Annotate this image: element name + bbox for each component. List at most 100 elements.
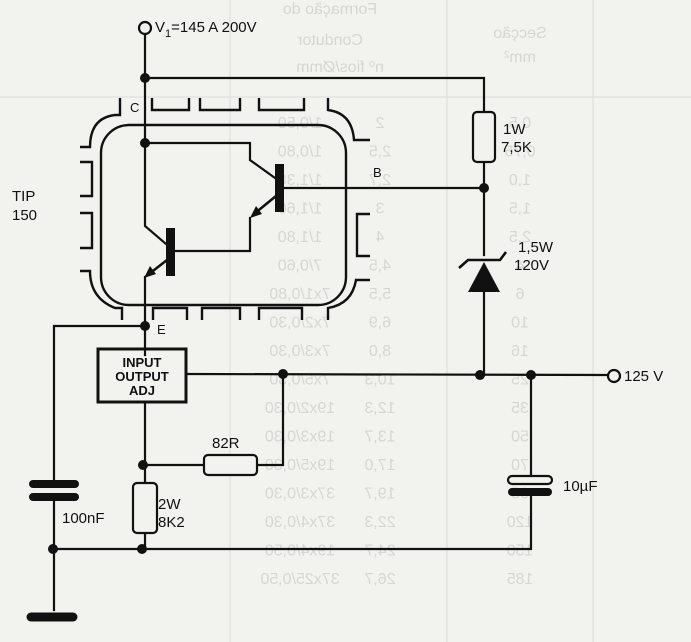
junction-dot	[475, 370, 485, 380]
package-outline-top	[80, 98, 370, 149]
transistor-q2	[250, 164, 284, 218]
package-pins-left	[80, 160, 124, 320]
q2-emitter-arrow-icon	[250, 206, 262, 218]
input-voltage-label: V1=145 A 200V	[155, 19, 257, 40]
ghost-cell: 50	[511, 429, 529, 446]
regulator-box	[96, 347, 188, 404]
ghost-cell: 19x4/0,50	[265, 543, 335, 560]
ghost-cell: 7x1/0,80	[269, 286, 330, 303]
ghost-cell: 6	[515, 286, 524, 303]
ghost-cell: 0,75	[504, 144, 535, 161]
junction-dot	[278, 369, 288, 379]
ghost-cell: 4	[515, 258, 524, 275]
pin-label-base: B	[373, 165, 382, 180]
junction-dot	[48, 544, 58, 554]
ghost-cell: 24,7	[364, 543, 395, 560]
ghost-cell: 185	[507, 571, 534, 588]
ghost-cell: 70	[511, 457, 529, 474]
resistor-82r	[202, 453, 259, 477]
ghost-cell: 0,5	[509, 115, 531, 132]
junctions	[48, 73, 536, 554]
ghost-cell: 1/0,80	[278, 144, 323, 161]
ghost-cell: 1/1,60	[278, 201, 323, 218]
package-pins-right	[355, 212, 370, 258]
output-terminal-icon	[606, 368, 622, 384]
wire-q2-collector	[143, 141, 277, 180]
pin-label-emitter: E	[157, 322, 166, 337]
regulator: INPUT OUTPUT ADJ	[96, 347, 188, 404]
ghost-cell: 12,3	[364, 400, 395, 417]
wires	[52, 32, 610, 612]
ghost-cell: 7x3/0,30	[269, 343, 330, 360]
c-100nf-label: 100nF	[62, 510, 105, 527]
input-terminal-icon	[137, 20, 153, 36]
zener-bar	[458, 251, 508, 269]
r-82-label: 82R	[212, 435, 240, 452]
ghost-cell: 35	[511, 400, 529, 417]
junction-dot	[479, 183, 489, 193]
ghost-cell: 1/1,80	[278, 229, 323, 246]
zener-diode	[458, 251, 508, 292]
junction-dot	[140, 138, 150, 148]
ghost-cell: 1/1,38	[278, 172, 323, 189]
r-top-value: 7,5K	[501, 139, 532, 156]
ghost-cell: 150	[507, 543, 534, 560]
cap-10uf-plate-top	[506, 474, 554, 486]
ghost-cell: 19x3/0,30	[265, 429, 335, 446]
zener-triangle	[468, 262, 500, 292]
wire-q1-collector	[143, 141, 168, 246]
junction-dot	[137, 544, 147, 554]
resistor-8k2	[131, 481, 159, 535]
ghost-cell: 17,0	[364, 457, 395, 474]
ghost-cell: 19,7	[364, 486, 395, 503]
wire-output-rail	[184, 372, 610, 377]
ghost-cell: 8,0	[369, 343, 391, 360]
q1-base-bar	[166, 228, 175, 276]
r-top-power: 1W	[503, 121, 526, 138]
package-outline-bottom	[151, 278, 370, 320]
ghost-cell: 37x25/0,50	[260, 571, 339, 588]
zener-power: 1,5W	[518, 239, 554, 256]
wire-q2e-q1b	[170, 216, 252, 253]
ghost-header: mm²	[503, 49, 536, 66]
ghost-cell: 1/0,50	[278, 115, 323, 132]
capacitor-10uf	[506, 474, 554, 496]
part-number-line2: 150	[12, 207, 37, 224]
ghost-cell: 13,7	[364, 429, 395, 446]
resistor-7k5	[471, 110, 497, 164]
transistor-q1	[144, 228, 175, 278]
ghost-cell: 22,3	[364, 514, 395, 531]
c-10uf-label: 10µF	[563, 478, 598, 495]
ghost-cell: 19x2/0,30	[265, 400, 335, 417]
ghost-cell: 16	[511, 343, 529, 360]
pin-label-collector: C	[130, 100, 139, 115]
wire-top-rail	[143, 76, 486, 114]
ghost-cell: 2,5	[509, 229, 531, 246]
ghost-header: nº fios/Ømm	[296, 59, 384, 76]
tip150-package	[80, 98, 370, 320]
junction-dot	[140, 73, 150, 83]
ghost-cell: 3	[375, 201, 384, 218]
zener-voltage: 120V	[514, 257, 549, 274]
wire-bottom-rail	[52, 494, 533, 551]
ghost-cell: 10	[511, 315, 529, 332]
ghost-cell: 5,5	[369, 286, 391, 303]
ghost-cell: 2	[375, 115, 384, 132]
ghost-cell: 6,9	[369, 315, 391, 332]
r-8k2-value: 8K2	[158, 514, 185, 531]
wire-82r-right	[255, 372, 285, 467]
q2-base-bar	[275, 164, 284, 212]
ghost-header: Secção	[493, 25, 546, 42]
junction-dot	[138, 460, 148, 470]
part-number-line1: TIP	[12, 188, 35, 205]
ghost-cell: 26,7	[364, 571, 395, 588]
ghost-cell: 7x2/0,30	[269, 315, 330, 332]
ghost-header: Condutor	[296, 32, 362, 49]
ghost-cell: 1,5	[509, 201, 531, 218]
ghost-header: Formação do	[283, 1, 377, 18]
ghost-cell: 2,7	[369, 172, 391, 189]
package-body	[99, 123, 348, 307]
capacitor-100nf	[29, 480, 79, 501]
